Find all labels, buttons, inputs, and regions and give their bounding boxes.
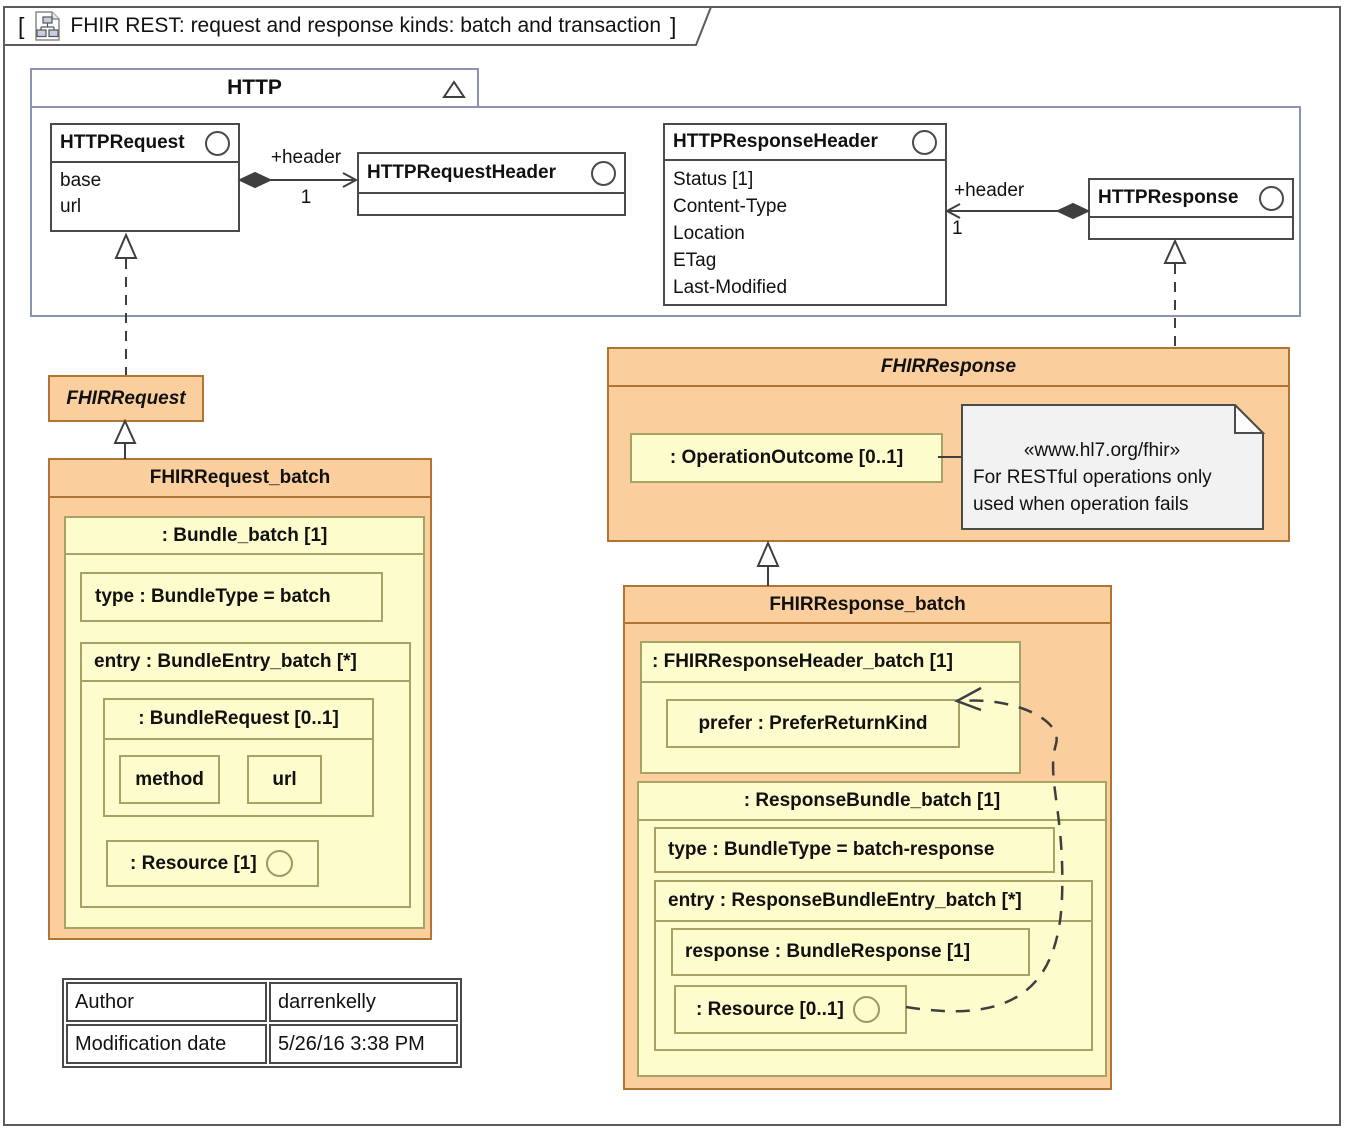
info-moddate-label: Modification date (66, 1024, 267, 1064)
response-header-role-label: +header (954, 180, 1025, 201)
diagram-title-tab[interactable]: [ FHIR REST: request and response kinds:… (3, 6, 713, 46)
part-fhirresponseheader-batch-label: : FHIRResponseHeader_batch [1] (642, 643, 1019, 683)
class-fhirresponse-batch[interactable]: FHIRResponse_batch : FHIRResponseHeader_… (623, 585, 1112, 1090)
part-responsebundle-entry[interactable]: entry : ResponseBundleEntry_batch [*] re… (654, 880, 1093, 1051)
request-header-multiplicity: 1 (300, 187, 312, 208)
part-responsebundle-type[interactable]: type : BundleType = batch-response (654, 827, 1055, 873)
response-header-multiplicity: 1 (952, 218, 963, 239)
part-responsebundle-type-label: type : BundleType = batch-response (668, 839, 995, 860)
class-httpresponseheader[interactable]: HTTPResponseHeader Status [1] Content-Ty… (663, 123, 947, 306)
interface-circle-icon (852, 996, 880, 1023)
part-bundle-request[interactable]: : BundleRequest [0..1] method url (103, 698, 374, 817)
interface-circle-icon (265, 850, 293, 877)
part-method[interactable]: method (119, 755, 220, 804)
class-fhirresponse-batch-name: FHIRResponse_batch (625, 587, 1110, 624)
part-bundle-response-label: response : BundleResponse [1] (685, 941, 971, 962)
attribute-location: Location (673, 223, 745, 244)
class-circle-icon (1259, 185, 1284, 211)
note-shape (961, 404, 1265, 530)
part-fhirresponseheader-batch[interactable]: : FHIRResponseHeader_batch [1] prefer : … (640, 641, 1021, 774)
diagram-kind-icon (35, 11, 61, 41)
part-url-label: url (272, 768, 297, 790)
part-method-label: method (135, 768, 204, 790)
title-open-bracket: [ (18, 12, 25, 39)
part-bundle-batch[interactable]: : Bundle_batch [1] type : BundleType = b… (64, 516, 425, 929)
part-prefer-label: prefer : PreferReturnKind (698, 712, 928, 734)
part-bundle-entry[interactable]: entry : BundleEntry_batch [*] : BundleRe… (80, 642, 411, 908)
part-bundle-type-label: type : BundleType = batch (95, 586, 331, 607)
attribute-status: Status [1] (673, 169, 754, 190)
class-fhirrequest-batch-name: FHIRRequest_batch (50, 460, 430, 498)
part-responsebundle-entry-label: entry : ResponseBundleEntry_batch [*] (656, 882, 1091, 922)
empty-compartment (359, 194, 624, 212)
part-resource[interactable]: : Resource [1] (106, 840, 319, 887)
class-httprequestheader-name: HTTPRequestHeader (367, 162, 556, 183)
part-bundle-entry-label: entry : BundleEntry_batch [*] (82, 644, 409, 682)
note-stereotype: «www.hl7.org/fhir» (1023, 440, 1181, 461)
attribute-content-type: Content-Type (673, 196, 788, 217)
class-fhirrequest-batch[interactable]: FHIRRequest_batch : Bundle_batch [1] typ… (48, 458, 432, 940)
empty-compartment (1090, 218, 1292, 236)
part-bundle-type[interactable]: type : BundleType = batch (80, 572, 383, 622)
title-tab-shape (3, 6, 713, 46)
class-httpresponse-name: HTTPResponse (1098, 187, 1239, 208)
attribute-etag: ETag (673, 250, 717, 271)
class-httpresponse[interactable]: HTTPResponse (1088, 178, 1294, 240)
note-hl7[interactable]: «www.hl7.org/fhir» For RESTful operation… (961, 404, 1265, 531)
title-close-bracket: ] (670, 12, 677, 39)
diagram-info-table: Author darrenkelly Modification date 5/2… (62, 978, 462, 1068)
class-fhirresponse[interactable]: FHIRResponse : OperationOutcome [0..1] «… (607, 347, 1290, 542)
class-circle-icon (912, 129, 937, 155)
class-httprequestheader[interactable]: HTTPRequestHeader (357, 152, 626, 216)
class-fhirrequest-name: FHIRRequest (66, 387, 186, 409)
generalization-tree-icon (442, 80, 466, 98)
part-bundle-response[interactable]: response : BundleResponse [1] (671, 928, 1030, 976)
http-package-name: HTTP (227, 76, 282, 99)
info-author-value: darrenkelly (269, 982, 458, 1022)
part-resource-label: : Resource [1] (130, 852, 257, 874)
part-responsebundle-batch[interactable]: : ResponseBundle_batch [1] type : Bundle… (637, 781, 1107, 1077)
attribute-url: url (60, 196, 82, 217)
class-circle-icon (205, 130, 230, 156)
part-operation-outcome[interactable]: : OperationOutcome [0..1] (630, 433, 943, 483)
http-package-tab[interactable]: HTTP (30, 68, 479, 108)
request-header-role-label: +header (270, 147, 342, 168)
class-fhirrequest[interactable]: FHIRRequest (48, 375, 204, 422)
class-httprequest[interactable]: HTTPRequest base url (50, 123, 240, 232)
part-bundle-request-label: : BundleRequest [0..1] (105, 700, 372, 740)
attribute-base: base (60, 170, 102, 191)
attribute-last-modified: Last-Modified (673, 277, 788, 298)
part-responsebundle-batch-label: : ResponseBundle_batch [1] (639, 783, 1105, 821)
part-operation-outcome-label: : OperationOutcome [0..1] (669, 447, 904, 468)
info-moddate-value: 5/26/16 3:38 PM (269, 1024, 458, 1064)
note-line-1: For RESTful operations only (973, 467, 1212, 488)
part-bundle-batch-label: : Bundle_batch [1] (66, 518, 423, 555)
part-prefer[interactable]: prefer : PreferReturnKind (666, 699, 960, 748)
diagram-title: FHIR REST: request and response kinds: b… (70, 14, 662, 37)
part-resource-optional[interactable]: : Resource [0..1] (674, 985, 907, 1034)
note-line-2: used when operation fails (973, 494, 1189, 515)
class-httprequest-name: HTTPRequest (60, 132, 185, 153)
class-httpresponseheader-name: HTTPResponseHeader (673, 131, 878, 152)
class-fhirresponse-name: FHIRResponse (609, 349, 1288, 387)
part-resource-optional-label: : Resource [0..1] (696, 998, 844, 1020)
part-url[interactable]: url (247, 755, 322, 804)
info-author-label: Author (66, 982, 267, 1022)
class-circle-icon (591, 160, 616, 186)
